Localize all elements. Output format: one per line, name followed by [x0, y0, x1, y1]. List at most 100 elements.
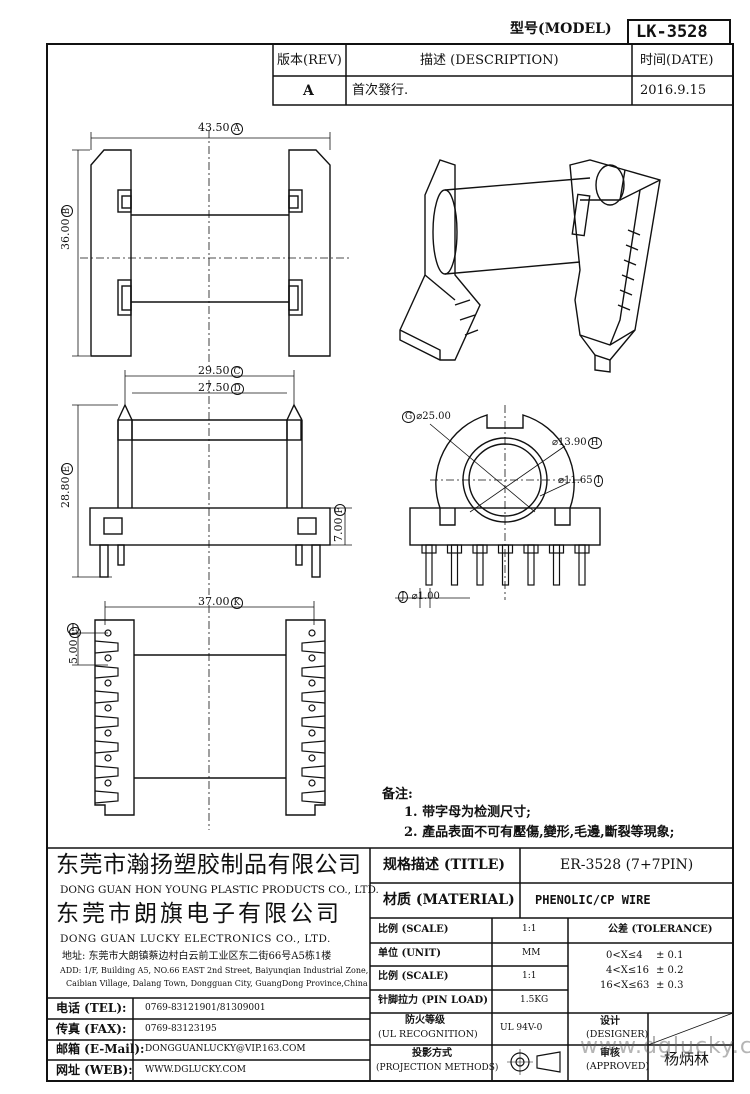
flame-value: UL 94V-0 — [500, 1023, 543, 1033]
projection-label-cn: 投影方式 — [412, 1048, 452, 1059]
pin-slot-right — [301, 640, 326, 654]
approved-value: 杨炳林 — [664, 1050, 710, 1068]
scale-value-2: 1:1 — [522, 971, 537, 981]
pin-slot-right — [301, 790, 326, 804]
pin-dia-dim — [395, 588, 470, 608]
pin-hole-left — [104, 679, 112, 687]
pin-hole-left — [104, 629, 112, 637]
company-name-cn-2: 东莞市朗旗电子有限公司 — [56, 901, 342, 927]
pin-load-label: 针脚拉力 (PIN LOAD) — [378, 995, 488, 1006]
pin-slot-left — [94, 765, 119, 779]
pin-slot-right — [301, 665, 326, 679]
revision-table-lines — [272, 43, 734, 106]
web-value: WWW.DGLUCKY.COM — [145, 1065, 247, 1075]
note-item-2: 2. 產品表面不可有壓傷,變形,毛邊,斷裂等現象; — [404, 825, 675, 840]
front-pin-base — [446, 544, 463, 554]
front-pin — [425, 544, 433, 586]
top-view — [72, 130, 350, 368]
pin-slot-left — [94, 640, 119, 654]
dim-pin-tag: I — [67, 623, 79, 635]
date-column-header: 时间(DATE) — [640, 53, 714, 68]
tel-label: 电话 (TEL): — [56, 1001, 127, 1015]
revision-date: 2016.9.15 — [640, 83, 707, 98]
tolerance-range-3: 16<X≤63 — [600, 980, 650, 991]
pin-hole-right — [308, 754, 316, 762]
pin-slot-left — [94, 665, 119, 679]
note-item-1: 1. 带字母为检测尺寸; — [404, 805, 531, 820]
pin-hole-left — [104, 754, 112, 762]
pin-hole-left — [104, 654, 112, 662]
material-label: 材质 (MATERIAL) — [383, 892, 515, 908]
projection-symbol-icon — [507, 1049, 561, 1075]
pin-hole-left — [104, 704, 112, 712]
approved-label-en: (APPROVED) — [586, 1061, 650, 1072]
company-name-en-1: DONG GUAN HON YOUNG PLASTIC PRODUCTS CO.… — [60, 884, 379, 896]
dim-pin-dia: J⌀1.00 — [398, 591, 440, 603]
tolerance-value-1: ± 0.1 — [656, 950, 684, 961]
material-value: PHENOLIC/CP WIRE — [535, 893, 651, 907]
pin-slot-left — [94, 740, 119, 754]
pin-slot-right — [301, 690, 326, 704]
front-pin-base — [472, 544, 488, 554]
flame-label-cn: 防火等级 — [405, 1015, 445, 1026]
front-pin-base — [421, 544, 437, 554]
pin-slot-left — [94, 690, 119, 704]
front-pin — [578, 544, 586, 586]
front-pin-base — [574, 544, 590, 554]
dim-side-height: 28.80E — [59, 462, 73, 508]
front-pin — [501, 544, 510, 586]
pin-hole-left — [104, 779, 112, 787]
company-name-en-2: DONG GUAN LUCKY ELECTRONICS CO., LTD. — [60, 933, 331, 945]
scale-value-1: 1:1 — [522, 924, 537, 934]
web-label: 网址 (WEB): — [56, 1063, 133, 1077]
pin-slot-left — [94, 790, 119, 804]
tel-value: 0769-83121901/81309001 — [145, 1003, 266, 1013]
title-value: ER-3528 (7+7PIN) — [560, 857, 694, 873]
flame-label-en: (UL RECOGNITION) — [378, 1029, 478, 1040]
pin-hole-right — [308, 629, 316, 637]
notes-title: 备注: — [382, 787, 413, 802]
side-view — [72, 370, 352, 595]
pin-load-value: 1.5KG — [520, 995, 549, 1005]
unit-label: 单位 (UNIT) — [378, 948, 441, 959]
bottom-view-pins — [94, 629, 326, 804]
company-address-en-2: Caibian Village, Dalang Town, Dongguan C… — [66, 979, 368, 988]
front-pin — [552, 544, 561, 586]
designer-label-en: (DESIGNER) — [586, 1029, 649, 1040]
email-value: DONGGUANLUCKY@VIP.163.COM — [145, 1044, 306, 1054]
tolerance-range-1: 0<X≤4 — [606, 950, 643, 961]
fax-value: 0769-83123195 — [145, 1024, 217, 1034]
designer-label-cn: 设计 — [600, 1016, 620, 1027]
pin-hole-left — [104, 729, 112, 737]
pin-hole-right — [308, 779, 316, 787]
pin-hole-right — [308, 704, 316, 712]
title-label: 规格描述 (TITLE) — [383, 857, 506, 873]
dim-side-pin: 7.00F — [332, 504, 346, 542]
dim-pin-pitch: 5.00L — [67, 626, 81, 664]
pin-hole-right — [308, 654, 316, 662]
front-pin-base — [523, 544, 539, 554]
pin-slot-right — [301, 740, 326, 754]
tolerance-value-2: ± 0.2 — [656, 965, 684, 976]
scale-label-2: 比例 (SCALE) — [378, 971, 449, 982]
rev-column-header: 版本(REV) — [277, 53, 342, 68]
isometric-view — [399, 159, 661, 373]
front-pin — [476, 544, 484, 586]
watermark: www.dglucky.com — [580, 1034, 750, 1059]
model-label: 型号(MODEL) — [510, 21, 612, 37]
front-pin-base — [497, 544, 514, 554]
front-pin — [450, 544, 459, 586]
pin-slot-right — [301, 715, 326, 729]
unit-value: MM — [522, 948, 541, 958]
description-column-header: 描述 (DESCRIPTION) — [420, 53, 559, 68]
tolerance-value-3: ± 0.3 — [656, 980, 684, 991]
email-label: 邮箱 (E-Mail): — [56, 1042, 145, 1056]
tolerance-title: 公差 (TOLERANCE) — [608, 924, 713, 935]
pin-hole-right — [308, 729, 316, 737]
company-address-cn: 地址: 东莞市大朗镇蔡边村白云前工业区东二街66号A5栋1楼 — [62, 951, 332, 962]
